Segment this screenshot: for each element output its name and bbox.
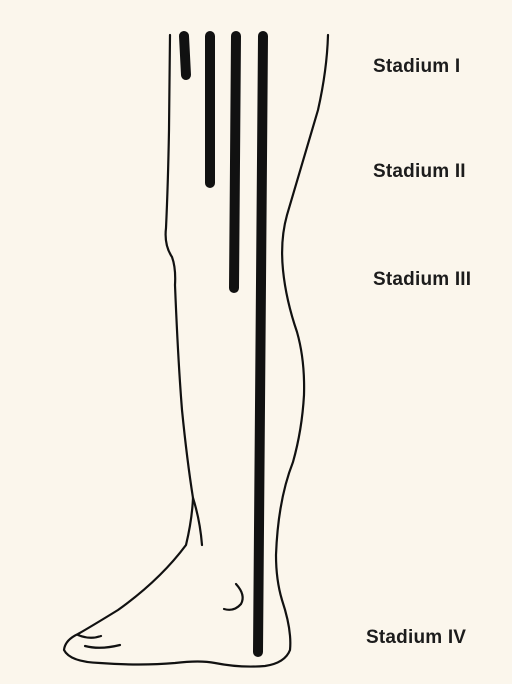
stage-label-2: Stadium II bbox=[373, 161, 466, 183]
ankle-mark bbox=[224, 584, 243, 610]
toe-line bbox=[85, 645, 120, 648]
stage-label-4: Stadium IV bbox=[366, 627, 466, 649]
heel-line bbox=[193, 498, 202, 545]
stage-label-3: Stadium III bbox=[373, 269, 471, 291]
stage-bar-1 bbox=[184, 36, 186, 75]
stage-bar-3 bbox=[234, 36, 236, 288]
leg-outline-back bbox=[64, 35, 328, 667]
stage-bar-4 bbox=[258, 36, 263, 652]
stage-label-1: Stadium I bbox=[373, 56, 460, 78]
toe-line bbox=[78, 635, 101, 638]
